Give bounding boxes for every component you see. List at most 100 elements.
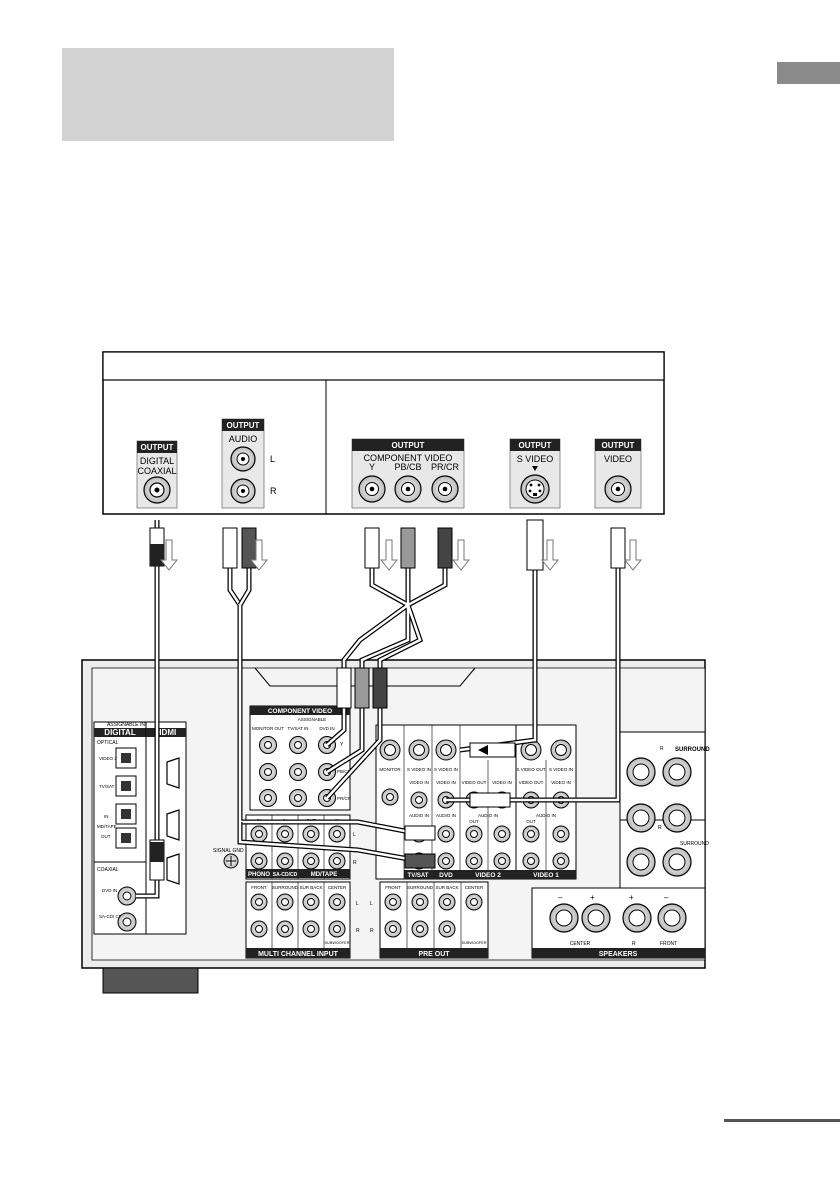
s-video-in-label: S VIDEO IN (549, 767, 573, 772)
plus-label: + (590, 893, 595, 902)
speakers-block: R SURROUND R SURROUND – + + – CENTER R F… (531, 731, 710, 959)
pre-out-title: PRE OUT (418, 951, 450, 958)
hdmi-title: HDMI (156, 728, 176, 737)
continued-rule (724, 1119, 840, 1122)
front-label: FRONT (385, 885, 401, 890)
tvsat-label: TV/SAT (408, 873, 429, 879)
audio-in-label: AUDIO IN (436, 813, 456, 818)
component-video-label: COMPONENT VIDEO (364, 453, 453, 463)
minus-label: – (664, 893, 669, 902)
plus-label: + (629, 893, 634, 902)
phono-label: PHONO (248, 872, 270, 878)
sacd-label: SA-CD/CD (273, 872, 298, 878)
component-video-title: COMPONENT VIDEO (268, 708, 332, 715)
signal-flow-arrows (159, 539, 643, 571)
surround-label: SURROUND (680, 841, 709, 847)
video2-label: VIDEO 2 (475, 872, 501, 879)
speakers-title: SPEAKERS (599, 951, 638, 958)
monitor-label: MONITOR (379, 767, 401, 772)
audio-in-label: AUDIO IN (409, 813, 429, 818)
output-header: OUTPUT (602, 441, 635, 450)
speaker-r-label: R (632, 941, 636, 947)
s-video-output: OUTPUT S VIDEO (509, 438, 561, 509)
l-label: L (370, 901, 373, 907)
front-label: FRONT (251, 885, 267, 890)
signal-gnd-terminal: SIGNAL GND (213, 848, 244, 869)
coaxial-label: COAXIAL (97, 867, 119, 873)
speaker-r-label: R (660, 746, 664, 752)
center-label: CENTER (465, 885, 484, 890)
tvsat-in-label: TV/SAT IN (287, 726, 308, 731)
assignable-label: ASSIGNABLE (298, 717, 327, 722)
component-pb-label: PB/CB (394, 462, 421, 472)
center-label: CENTER (328, 885, 347, 890)
s-video-cable (459, 519, 544, 758)
video-output: OUTPUT VIDEO (594, 438, 642, 509)
s-video-in-label: S VIDEO IN (407, 767, 431, 772)
component-video-input-block: COMPONENT VIDEO ASSIGNABLE MONITOR OUT T… (249, 705, 352, 811)
video-in-label: VIDEO IN (436, 780, 456, 785)
dvd-label: DVD (439, 872, 453, 879)
pre-out-block: FRONT SURROUND SUR BACK CENTER SUBWOOFER… (356, 881, 489, 959)
output-header: OUTPUT (141, 443, 174, 452)
pb-label: PB/CB (337, 769, 351, 774)
video1-in-label: VIDEO 1 IN (99, 756, 123, 761)
sacd-in-label: SA-CD/ CD IN (99, 914, 128, 919)
video-cable (446, 527, 626, 808)
coaxial-label: COAXIAL (137, 466, 176, 476)
digital-label: DIGITAL (140, 456, 174, 466)
tvsat-in-label: TV/SAT IN (99, 784, 120, 789)
dvd-player (102, 351, 665, 515)
audio-l-label: L (270, 454, 275, 464)
y-label: Y (340, 742, 344, 748)
video-in-label: VIDEO IN (551, 780, 571, 785)
output-header: OUTPUT (392, 441, 425, 450)
r-label: R (353, 860, 357, 866)
mdtape-out-label: OUT (101, 834, 111, 839)
component-y-label: Y (369, 462, 375, 472)
section-title-box (62, 48, 394, 141)
l-label: L (353, 832, 356, 838)
video-out-label: VIDEO OUT (462, 780, 487, 785)
video1-label: VIDEO 1 (533, 872, 559, 879)
out-label: OUT (526, 819, 536, 824)
video-in-label: VIDEO IN (409, 780, 429, 785)
s-video-label: S VIDEO (517, 454, 554, 464)
component-pr-label: PR/CR (431, 462, 460, 472)
pr-label: PR/CR (337, 796, 352, 801)
audio-in-label: AUDIO IN (536, 813, 556, 818)
page-tab (777, 62, 840, 84)
optical-label: OPTICAL (97, 740, 119, 746)
mdtape-label: MD/TAPE (311, 872, 338, 878)
multi-channel-title: MULTI CHANNEL INPUT (258, 951, 339, 958)
digital-title: DIGITAL (104, 728, 136, 737)
video-in-label: VIDEO IN (492, 780, 512, 785)
r-label: R (370, 928, 374, 934)
l-label: L (356, 901, 359, 907)
subwoofer-label: SUBWOOFER (325, 941, 350, 945)
component-video-cable (325, 527, 453, 800)
s-video-in-label: S VIDEO IN (434, 767, 458, 772)
minus-label: – (558, 893, 563, 902)
mdtape-label: MD/TAPE (97, 824, 117, 829)
audio-output: OUTPUT AUDIO L R (221, 418, 277, 509)
out-label: OUT (469, 819, 479, 824)
audio-cable (222, 527, 436, 869)
output-header: OUTPUT (519, 441, 552, 450)
center-label: CENTER (570, 941, 591, 947)
mdtape-in-label: IN (104, 814, 109, 819)
sur-back-label: SUR BACK (299, 885, 322, 890)
component-video-output: OUTPUT COMPONENT VIDEO Y PB/CB PR/CR (351, 438, 465, 509)
front-label: FRONT (660, 941, 677, 947)
signal-gnd-label: SIGNAL GND (213, 848, 244, 854)
monitor-out-label: MONITOR OUT (252, 726, 284, 731)
video-label: VIDEO (604, 454, 632, 464)
audio-label: AUDIO (229, 434, 258, 444)
r-label: R (356, 928, 360, 934)
coaxial-cable (136, 520, 165, 899)
s-video-out-label: S VIDEO OUT (516, 767, 545, 772)
audio-r-label: R (270, 486, 277, 496)
hdmi-block: HDMI (145, 721, 187, 935)
digital-coaxial-output: OUTPUT DIGITAL COAXIAL (136, 440, 178, 509)
